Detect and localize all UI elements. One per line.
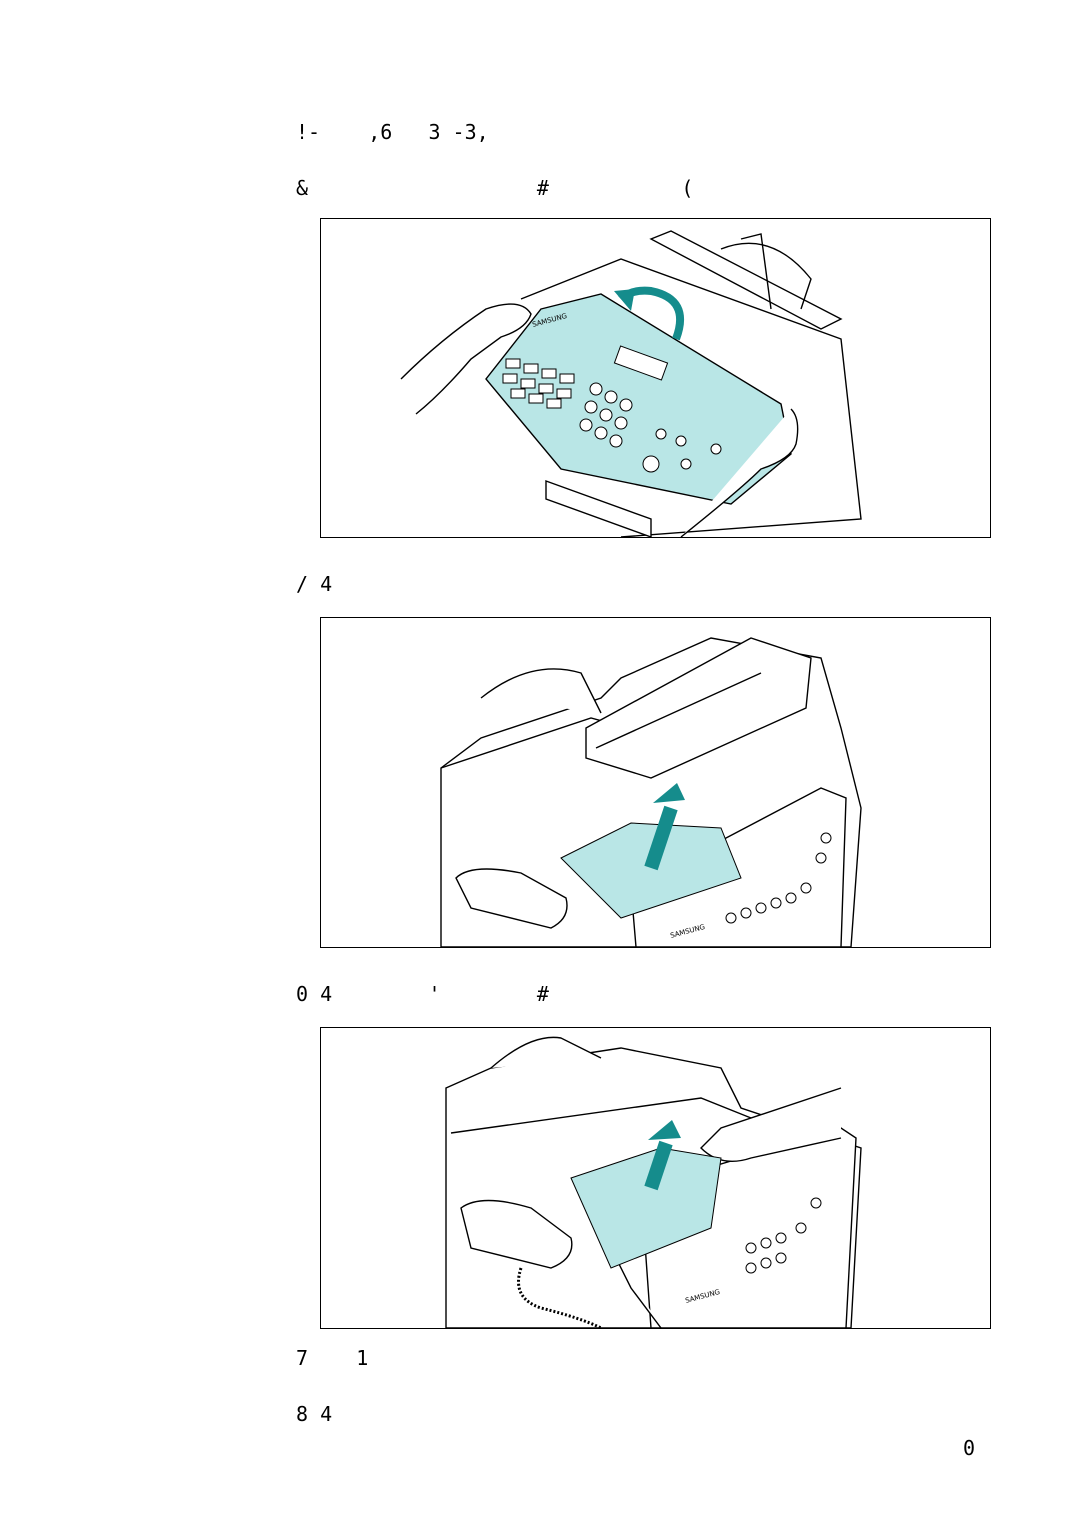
lift-arrow (644, 1120, 681, 1191)
lift-arrow (644, 783, 685, 871)
toner-cartridge (585, 637, 812, 779)
section-heading: !- ,6 3 -3, (296, 120, 489, 144)
handset (460, 1199, 573, 1269)
figure-remove-paper: SAMSUNG (320, 1027, 991, 1329)
page-number: 0 (963, 1436, 976, 1460)
right-hand (700, 1087, 842, 1162)
step-3-text: 0 4 ' # (296, 982, 549, 1006)
figure-remove-cartridge: SAMSUNG (320, 617, 991, 948)
step-5-text: 8 4 (296, 1402, 333, 1426)
left-hand (400, 303, 532, 415)
step-1-text: & # ( (296, 176, 694, 200)
step-4-text: 7 1 (296, 1346, 369, 1370)
keypad (502, 358, 575, 409)
step-2-text: / 4 (296, 572, 333, 596)
figure-open-control-panel: SAMSUNG (320, 218, 991, 538)
handset (455, 868, 568, 929)
right-hand (680, 408, 799, 537)
